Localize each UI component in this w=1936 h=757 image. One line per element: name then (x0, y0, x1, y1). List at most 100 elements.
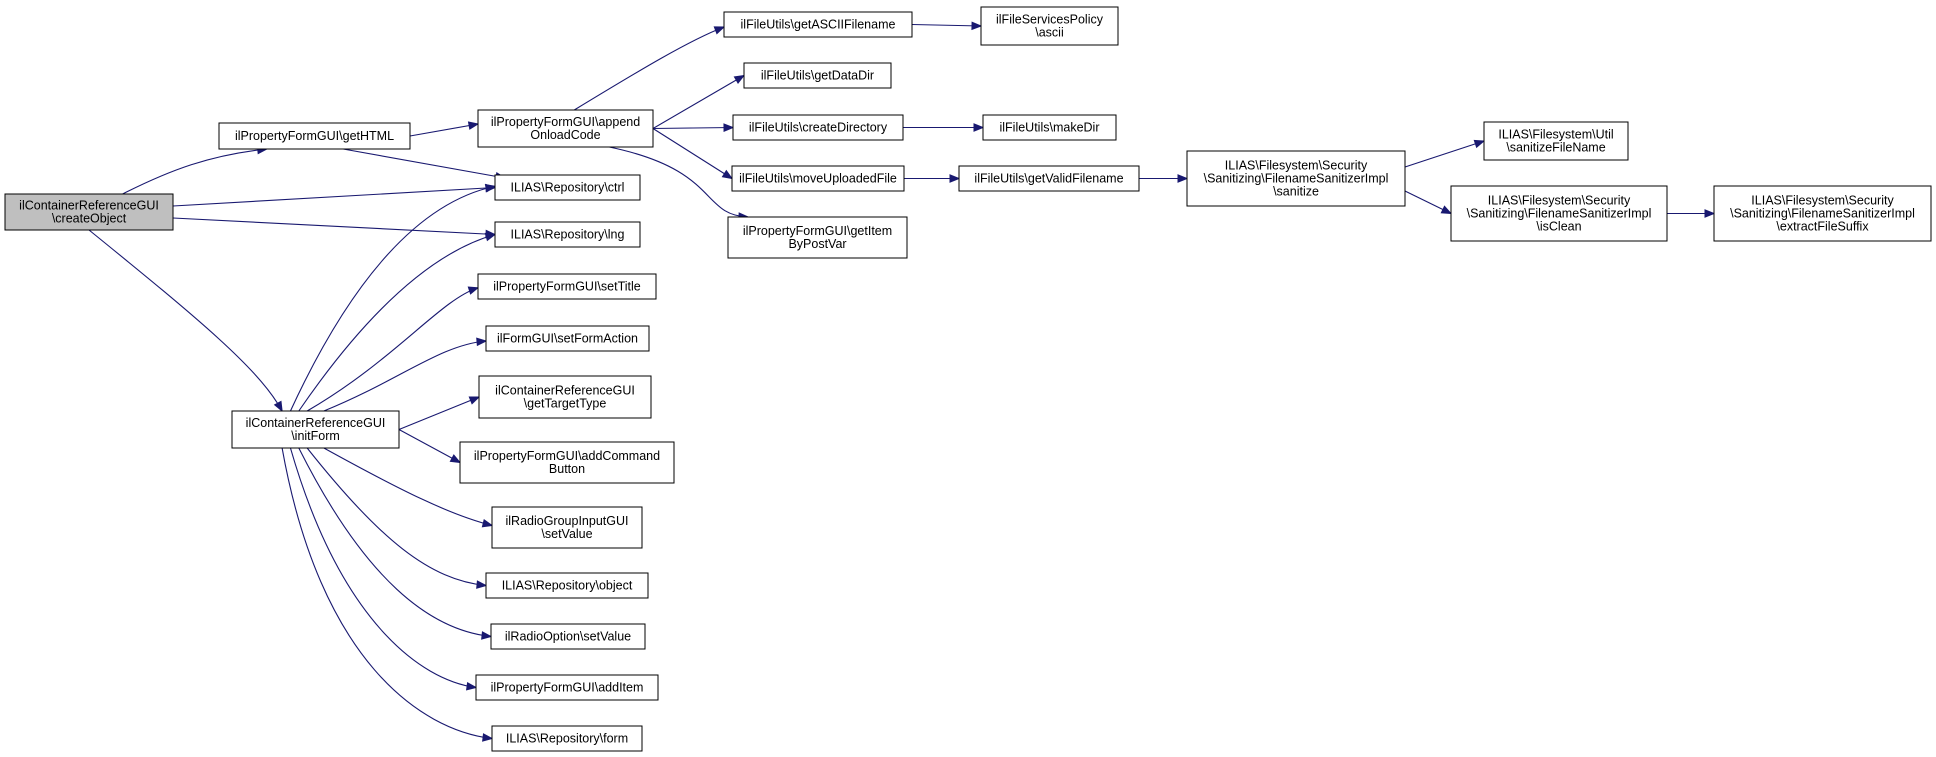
node-label-line: \getTargetType (524, 397, 607, 411)
edge-createObject-to-getHTML (122, 145, 269, 195)
edge-initForm-to-object (306, 447, 488, 589)
node-label-line: ILIAS\Repository\form (506, 732, 628, 746)
node-getHTML[interactable]: ilPropertyFormGUI\getHTML (218, 122, 411, 150)
node-ascii[interactable]: ilFileServicesPolicy\ascii (980, 6, 1119, 46)
edge-createDirectory-to-makeDir (903, 123, 985, 132)
node-createDirectory[interactable]: ilFileUtils\createDirectory (732, 114, 904, 141)
node-box (485, 572, 649, 599)
arrow-head-icon (484, 232, 497, 242)
edge-appendOnload-to-getDataDir (652, 74, 746, 129)
node-createObject[interactable]: ilContainerReferenceGUI\createObject (4, 193, 174, 231)
arrow-head-icon (468, 396, 481, 405)
node-isClean[interactable]: ILIAS\Filesystem\Security\Sanitizing\Fil… (1450, 185, 1668, 242)
node-box (1186, 150, 1406, 207)
edge-line (1404, 140, 1485, 168)
node-sanitize[interactable]: ILIAS\Filesystem\Security\Sanitizing\Fil… (1186, 150, 1406, 207)
node-label-line: ilContainerReferenceGUI (246, 416, 386, 430)
arrow-head-icon (449, 454, 462, 464)
node-label-line: ilPropertyFormGUI\addItem (491, 681, 644, 695)
edge-line (306, 287, 479, 412)
arrow-head-icon (481, 631, 493, 640)
node-form[interactable]: ILIAS\Repository\form (491, 725, 643, 752)
arrow-head-icon (467, 286, 480, 295)
node-label-line: \setValue (541, 527, 592, 541)
edge-initForm-to-optionSetValue (298, 447, 493, 640)
arrow-head-icon (481, 518, 494, 528)
node-label-line: \createObject (52, 212, 127, 226)
node-object[interactable]: ILIAS\Repository\object (485, 572, 649, 599)
edge-line (609, 146, 749, 218)
node-label-line: ILIAS\Filesystem\Security (1751, 194, 1894, 208)
edge-initForm-to-setFormAction (323, 337, 488, 412)
node-label-line: ilPropertyFormGUI\append (491, 115, 640, 129)
arrow-head-icon (476, 337, 488, 347)
node-label-line: \sanitizeFileName (1506, 141, 1605, 155)
node-label-line: ilFileUtils\makeDir (999, 121, 1099, 135)
edge-line (398, 396, 480, 431)
edge-line (343, 148, 506, 179)
node-makeDir[interactable]: ilFileUtils\makeDir (982, 114, 1117, 141)
node-getValidFilename[interactable]: ilFileUtils\getValidFilename (958, 165, 1140, 192)
node-label-line: ILIAS\Repository\lng (511, 228, 625, 242)
edge-appendOnload-to-createDirectory (652, 123, 735, 132)
edge-line (573, 26, 725, 111)
node-box (491, 725, 643, 752)
node-label-line: ILIAS\Repository\ctrl (511, 181, 625, 195)
edge-line (281, 447, 493, 740)
edge-appendOnload-to-moveUploaded (652, 128, 734, 180)
node-getDataDir[interactable]: ilFileUtils\getDataDir (743, 62, 892, 89)
node-lng[interactable]: ILIAS\Repository\lng (494, 221, 641, 248)
node-radioSetValue[interactable]: ilRadioGroupInputGUI\setValue (491, 506, 643, 549)
node-optionSetValue[interactable]: ilRadioOption\setValue (490, 623, 646, 650)
edge-createObject-to-ctrl (172, 183, 497, 207)
node-getTargetType[interactable]: ilContainerReferenceGUI\getTargetType (478, 375, 652, 419)
node-box (958, 165, 1140, 192)
node-label-line: ILIAS\Filesystem\Security (1488, 194, 1631, 208)
edge-sanitize-to-isClean (1404, 190, 1453, 215)
node-label-line: \sanitize (1273, 185, 1319, 199)
arrow-head-icon (973, 123, 985, 132)
node-label-line: \isClean (1536, 220, 1581, 234)
node-label-line: ILIAS\Filesystem\Security (1225, 159, 1368, 173)
node-label-line: ilPropertyFormGUI\getHTML (235, 129, 394, 143)
node-box (1713, 185, 1932, 242)
arrow-head-icon (721, 169, 734, 180)
arrow-head-icon (971, 21, 983, 31)
edge-line (306, 447, 487, 587)
edge-line (298, 447, 492, 638)
node-initForm[interactable]: ilContainerReferenceGUI\initForm (231, 410, 400, 449)
node-extractFileSuffix[interactable]: ILIAS\Filesystem\Security\Sanitizing\Fil… (1713, 185, 1932, 242)
node-label-line: ilFileUtils\getDataDir (761, 69, 874, 83)
node-box (723, 11, 913, 38)
node-box (732, 114, 904, 141)
edge-initForm-to-getTargetType (398, 396, 481, 431)
nodes-layer: ilContainerReferenceGUI\createObjectilPr… (4, 6, 1932, 752)
node-setTitle[interactable]: ilPropertyFormGUI\setTitle (477, 273, 657, 300)
node-label-line: ilFileUtils\getASCIIFilename (741, 18, 896, 32)
arrow-head-icon (713, 26, 726, 35)
node-label-line: ilFileUtils\createDirectory (749, 121, 888, 135)
arrow-head-icon (733, 74, 746, 85)
node-label-line: \extractFileSuffix (1776, 220, 1869, 234)
edge-getValidFilename-to-sanitize (1139, 174, 1189, 183)
edge-line (911, 23, 982, 27)
node-setFormAction[interactable]: ilFormGUI\setFormAction (485, 325, 650, 352)
node-moveUploaded[interactable]: ilFileUtils\moveUploadedFile (731, 165, 905, 192)
node-box (982, 114, 1117, 141)
edge-line (122, 148, 267, 195)
edge-line (323, 340, 487, 412)
node-addItem[interactable]: ilPropertyFormGUI\addItem (475, 674, 659, 701)
node-sanitizeFileName[interactable]: ILIAS\Filesystem\Util\sanitizeFileName (1483, 121, 1629, 161)
arrow-head-icon (1440, 205, 1453, 215)
node-label-line: ilRadioGroupInputGUI (506, 514, 629, 528)
node-getASCII[interactable]: ilFileUtils\getASCIIFilename (723, 11, 913, 38)
node-ctrl[interactable]: ILIAS\Repository\ctrl (494, 174, 641, 201)
node-box (4, 193, 174, 231)
node-box (231, 410, 400, 449)
edge-initForm-to-addItem (289, 447, 478, 691)
edge-getHTML-to-appendOnload (409, 121, 480, 137)
